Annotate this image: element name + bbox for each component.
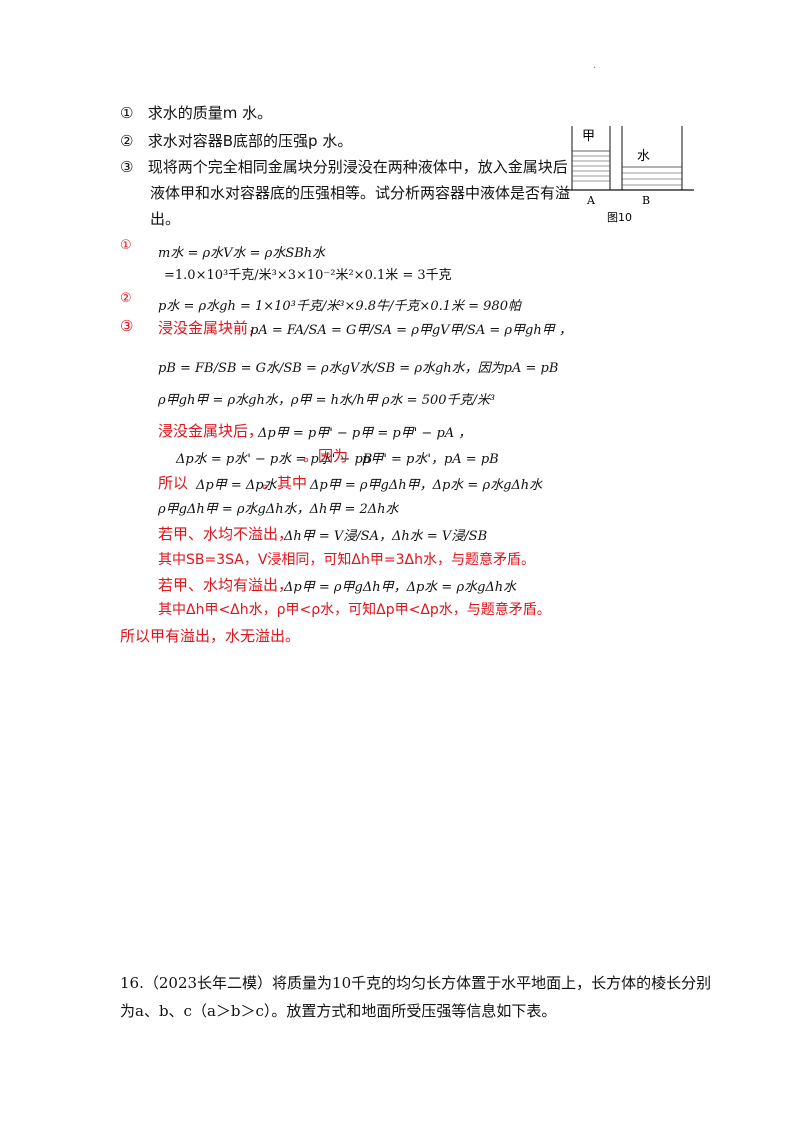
answer-3-case2-eq: Δp甲 = ρ甲gΔh甲，Δp水 = ρ水gΔh水 xyxy=(284,580,517,595)
answer-3-number: ③ xyxy=(120,317,134,335)
answer-3-because-eq: p甲' = p水'，pA = pB xyxy=(362,452,499,467)
question-3-text-line1: 现将两个完全相同金属块分别浸没在两种液体中，放入金属块后 xyxy=(147,158,568,176)
question-1: ① 求水的质量m 水。 xyxy=(120,104,272,122)
answer-2-number: ② xyxy=(120,291,132,306)
answer-3-so-eq: Δp甲 = Δp水 xyxy=(196,478,277,493)
answer-3-pressure-b: pB = FB/SB = G水/SB = ρ水gV水/SB = ρ水gh水，因为… xyxy=(158,361,559,376)
question-2-text: 求水对容器B底部的压强p 水。 xyxy=(147,132,353,150)
corner-mark: . xyxy=(593,60,597,71)
answer-3-case2-conclusion: 其中Δh甲<Δh水，ρ甲<ρ水，可知Δp甲<Δp水，与题意矛盾。 xyxy=(158,602,551,618)
container-b-label: B xyxy=(642,194,650,207)
label-shui: 水 xyxy=(637,149,650,164)
figure-10-diagram: 甲 水 A B 图10 xyxy=(564,126,694,224)
question-1-text: 求水的质量m 水。 xyxy=(147,104,273,122)
question-16-line1: 16.（2023长年二模）将质量为10千克的均匀长方体置于水平地面上，长方体的棱… xyxy=(120,974,712,992)
answer-3-because: 。因为 xyxy=(303,447,349,465)
label-jia: 甲 xyxy=(582,129,595,144)
question-2-number: ② xyxy=(120,132,134,150)
answer-3-case1-eq: Δh甲 = V浸/SA，Δh水 = V浸/SB xyxy=(284,529,488,544)
container-a-label: A xyxy=(586,194,596,207)
answer-3-delta-h: ρ甲gΔh甲 = ρ水gΔh水，Δh甲 = 2Δh水 xyxy=(158,502,399,517)
question-2: ② 求水对容器B底部的压强p 水。 xyxy=(120,132,352,150)
answer-3-delta-p-a: Δp甲 = p甲' − p甲 = p甲' − pA ， xyxy=(258,426,472,441)
answer-3-among: 。其中 xyxy=(262,474,308,492)
question-3-line1: ③ 现将两个完全相同金属块分别浸没在两种液体中，放入金属块后 xyxy=(120,158,568,176)
answer-3-among-eq: Δp甲 = ρ甲gΔh甲，Δp水 = ρ水gΔh水 xyxy=(310,478,543,493)
question-3-text-line2: 液体甲和水对容器底的压强相等。试分析两容器中液体是否有溢 xyxy=(150,184,571,202)
answer-2-line1: p水 = ρ水gh = 1×10³千克/米³×9.8牛/千克×0.1米 = 98… xyxy=(158,299,521,314)
answer-3-so: 所以 xyxy=(158,474,189,492)
answer-3-pressure-a: pA = FA/SA = G甲/SA = ρ甲gV甲/SA = ρ甲gh甲 ， xyxy=(250,323,572,338)
answer-3-after-label: 浸没金属块后， xyxy=(158,422,264,440)
answer-3-density: ρ甲gh甲 = ρ水gh水，ρ甲 = h水/h甲 ρ水 = 500千克/米³ xyxy=(158,393,496,408)
question-1-number: ① xyxy=(120,104,134,122)
answer-1-line1: m水 = ρ水V水 = ρ水SBh水 xyxy=(158,246,326,261)
answer-3-case1-label: 若甲、水均不溢出， xyxy=(158,525,294,543)
question-16-line2: 为a、b、c（a＞b＞c）。放置方式和地面所受压强等信息如下表。 xyxy=(120,1002,557,1020)
answer-3-case1-conclusion: 其中SB=3SA，V浸相同，可知Δh甲=3Δh水，与题意矛盾。 xyxy=(158,552,535,568)
answer-3-delta-p-b: Δp水 = p水' − p水 = p水' − pB xyxy=(176,452,373,467)
answer-3-case2-label: 若甲、水均有溢出， xyxy=(158,576,294,594)
answer-1-number: ① xyxy=(120,238,132,253)
figure-caption: 图10 xyxy=(607,211,632,224)
question-3-text-line3: 出。 xyxy=(150,210,181,228)
question-3-number: ③ xyxy=(120,158,134,176)
container-a xyxy=(571,126,611,190)
answer-3-final: 所以甲有溢出，水无溢出。 xyxy=(120,627,301,645)
answer-3-before-label: 浸没金属块前， xyxy=(158,319,264,337)
answer-1-line2: =1.0×10³千克/米³×3×10⁻²米²×0.1米 = 3千克 xyxy=(164,268,452,283)
container-b xyxy=(621,126,683,190)
